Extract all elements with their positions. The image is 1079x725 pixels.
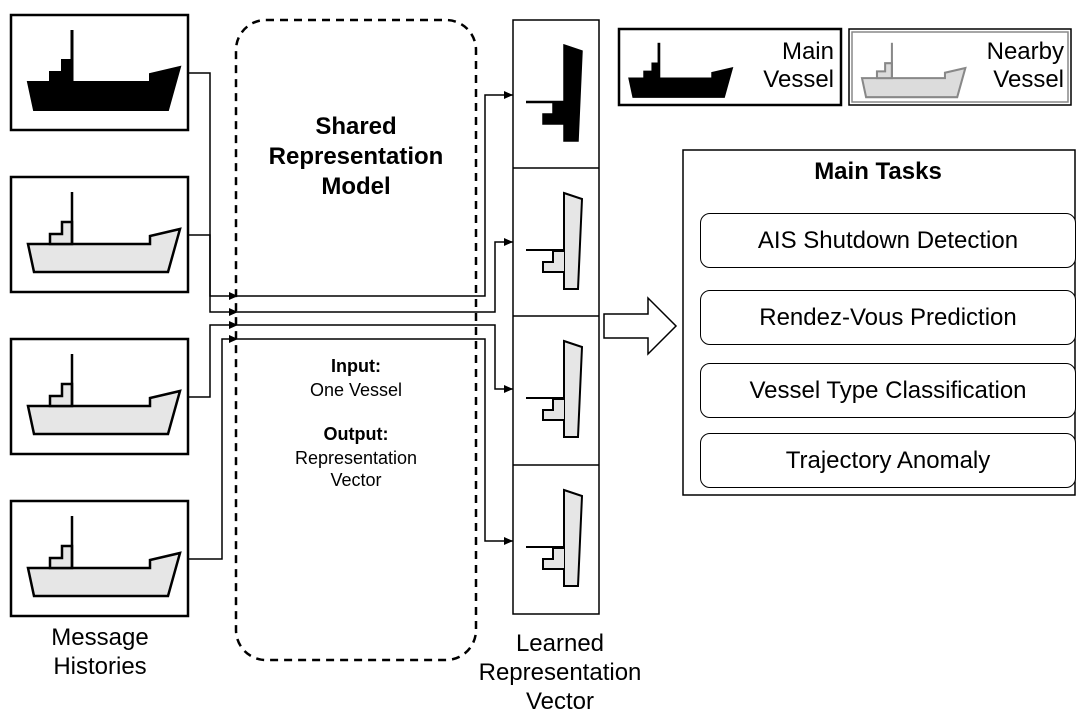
vector-cell-main-vessel: [526, 43, 583, 142]
input-connectors: [188, 72, 238, 560]
nearby-vessel-icon: [26, 516, 182, 598]
task-rendez-vous-prediction: Rendez-Vous Prediction: [700, 290, 1076, 345]
task-vessel-type-classification: Vessel Type Classification: [700, 363, 1076, 418]
task-trajectory-anomaly: Trajectory Anomaly: [700, 433, 1076, 488]
model-title: Shared Representation Model: [268, 113, 444, 200]
main-tasks-title: Main Tasks: [814, 158, 942, 185]
vector-cell-nearby-vessel: [526, 191, 584, 290]
big-arrow-icon: [603, 296, 678, 356]
output-value: Representation Vector: [294, 448, 418, 490]
task-ais-shutdown-detection: AIS Shutdown Detection: [700, 213, 1076, 268]
input-value: One Vessel: [309, 380, 403, 400]
nearby-vessel-icon: [26, 354, 182, 436]
vector-label: Learned Representation Vector: [478, 630, 642, 715]
output-label: Output:: [323, 424, 389, 444]
vector-cell-nearby-vessel: [526, 339, 584, 438]
shared-model-box: [234, 18, 478, 662]
vector-cell-nearby-vessel: [526, 488, 584, 587]
nearby-vessel-icon: [26, 192, 182, 274]
legend-nearby-label: Nearby Vessel: [986, 38, 1064, 93]
histories-label: Message Histories: [51, 624, 149, 680]
main-vessel-icon: [26, 30, 182, 111]
output-connectors: [238, 91, 513, 545]
input-label: Input:: [331, 356, 381, 376]
legend-main-vessel-icon: [628, 42, 734, 98]
legend-main-label: Main Vessel: [763, 38, 834, 93]
legend-nearby-vessel-icon: [860, 42, 967, 99]
